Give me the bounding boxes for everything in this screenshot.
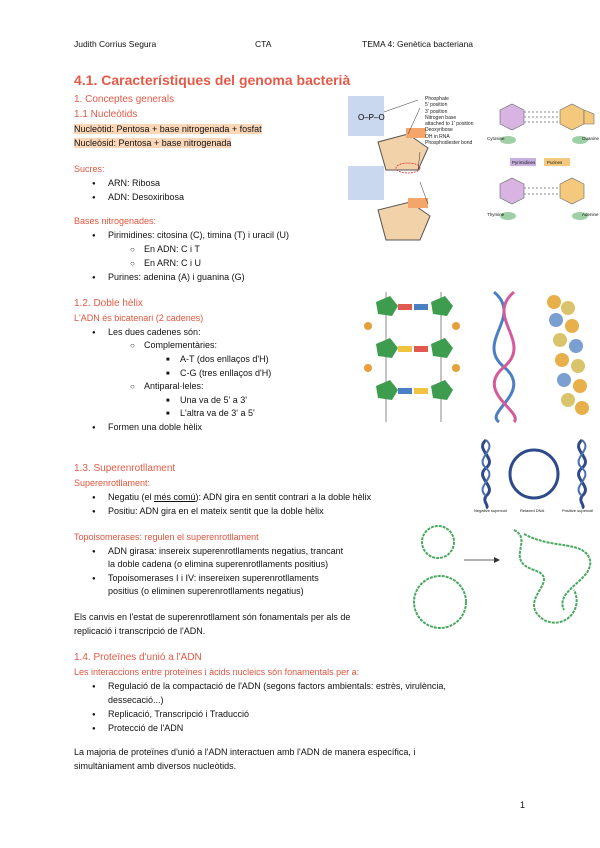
list-item: Antiparal·leles: <box>130 381 203 392</box>
topoisomerase-figure <box>413 525 592 629</box>
double-helix-figure <box>492 290 589 424</box>
fig-label: Positive supercoil <box>562 508 594 513</box>
fig2-label: Pyrimidines <box>512 160 536 165</box>
fig1-label: Phosphate <box>425 96 449 102</box>
fig-label: Negative supercoil <box>474 508 507 513</box>
subsection-heading: Superenrotllament: <box>74 478 151 488</box>
mes-comu-link[interactable]: més comú <box>154 492 196 502</box>
fig2-label: Cytosine <box>487 136 505 141</box>
fig2-label: Guanine <box>582 136 600 141</box>
dna-strands-figure <box>364 292 460 422</box>
paragraph: replicació i transcripció de l'ADN. <box>74 626 206 636</box>
header-course: CTA <box>255 39 272 49</box>
paragraph: Els canvis en l'estat de superenrotllame… <box>74 612 351 622</box>
paragraph: La majoria de proteïnes d'unió a l'ADN i… <box>74 747 416 757</box>
list-item: C-G (tres enllaços d'H) <box>166 368 271 380</box>
header-topic: TEMA 4: Genètica bacteriana <box>362 39 474 49</box>
section-heading: 1.2. Doble hèlix <box>74 298 143 309</box>
list-item: ADN girasa: insereix superenrotllaments … <box>92 546 343 558</box>
header-author: Judith Corrius Segura <box>74 39 157 49</box>
list-item: Regulació de la compactació de l'ADN (se… <box>92 681 446 693</box>
topo-heading: Topoisomerases: regulen el superenrotlla… <box>74 532 259 542</box>
bases-label: Bases nitrogenades: <box>74 216 157 226</box>
list-item: En ADN: C i T <box>130 244 200 255</box>
list-item: Topoisomerases I i IV: insereixen supere… <box>92 573 319 585</box>
list-item: Replicació, Transcripció i Traducció <box>92 709 249 721</box>
page-title: 4.1. Característiques del genoma bacteri… <box>74 72 351 88</box>
fig1-label: Nitrogen base attached to 1' position <box>425 114 474 128</box>
nucleotide-structure-figure: O–P–O <box>348 96 431 241</box>
list-item: Formen una doble hèlix <box>92 422 202 434</box>
section-heading: 1. Conceptes generals <box>74 94 175 105</box>
fig1-label: 5' position <box>425 102 448 109</box>
fig2-label: Adenine <box>582 212 599 217</box>
subsection-heading: 1.1 Nucleòtids <box>74 109 138 120</box>
list-item: Pirimidines: citosina (C), timina (T) i … <box>92 230 289 242</box>
list-item: En ARN: C i U <box>130 258 201 269</box>
supercoil-figure <box>481 438 587 510</box>
fig1-label: Phosphodiester bond <box>425 140 473 147</box>
list-item: Protecció de l'ADN <box>92 723 183 735</box>
svg-text:O–P–O: O–P–O <box>358 113 385 122</box>
fig1-label: Deoxyribose <box>425 127 453 134</box>
section-heading: 1.3. Superenrotllament <box>74 463 176 474</box>
list-item-cont: dessecació...) <box>108 695 164 705</box>
fig2-label: Purines <box>547 160 563 165</box>
fig1-label: 3' position <box>425 108 448 115</box>
fig2-label: Thymine <box>487 212 505 217</box>
subsection-heading: Les interaccions entre proteïnes i àcids… <box>74 667 360 677</box>
list-item: A-T (dos enllaços d'H) <box>166 354 269 366</box>
list-item: ARN: Ribosa <box>92 178 160 190</box>
list-item: Negatiu (el més comú): ADN gira en senti… <box>92 492 371 504</box>
nucleotid-definition: Nucleòtid: Pentosa + base nitrogenada + … <box>74 124 262 134</box>
list-item-cont: la doble cadena (o elimina superenrotlla… <box>108 559 329 569</box>
list-item: Les dues cadenes són: <box>92 327 201 339</box>
page-number: 1 <box>520 800 526 810</box>
sucres-label: Sucres: <box>74 164 105 174</box>
list-item: Complementàries: <box>130 340 217 351</box>
list-item-cont: positius (o eliminen superenrotllaments … <box>108 586 304 596</box>
paragraph: simultàniament amb diversos nucleòtids. <box>74 761 237 771</box>
fig-label: Relaxed DNA <box>520 508 545 513</box>
section-heading: 1.4. Proteïnes d'unió a l'ADN <box>74 652 202 663</box>
fig1-label: OH in RNA <box>425 133 450 140</box>
base-pairs-figure <box>499 103 595 220</box>
list-item: Positiu: ADN gira en el mateix sentit qu… <box>92 506 324 518</box>
subsection-heading: L'ADN és bicatenari (2 cadenes) <box>74 313 204 323</box>
list-item: ADN: Desoxiribosa <box>92 192 184 204</box>
list-item: L'altra va de 3' a 5' <box>166 408 255 420</box>
nucleosid-definition: Nucleòsid: Pentosa + base nitrogenada <box>74 138 232 148</box>
list-item: Purines: adenina (A) i guanina (G) <box>92 272 245 284</box>
list-item: Una va de 5' a 3' <box>166 395 247 407</box>
